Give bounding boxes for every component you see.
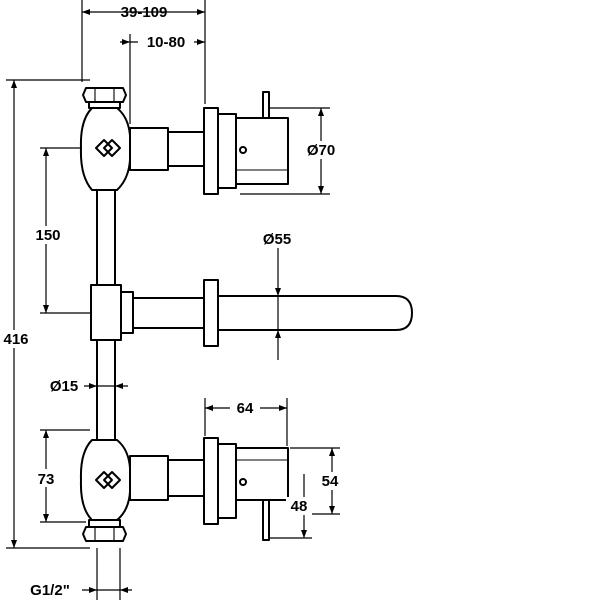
bottom-valve-body (79, 439, 132, 542)
top-valve-body (79, 87, 132, 191)
label-handle-height: 54 (322, 473, 339, 490)
dim-pipe-diameter (84, 383, 128, 389)
label-spout-diameter: Ø55 (263, 231, 291, 248)
label-total-height: 416 (3, 331, 28, 348)
dim-handle-depth (204, 398, 288, 446)
middle-tee (90, 284, 205, 341)
bottom-handle (203, 437, 289, 541)
label-lever-offset: 48 (291, 498, 308, 515)
dim-vertical-spacing (30, 147, 90, 314)
top-connector (129, 127, 205, 171)
bottom-connector (129, 455, 205, 501)
label-handle-depth: 64 (237, 400, 254, 417)
label-vertical-spacing: 150 (35, 227, 60, 244)
dim-thread (82, 548, 132, 600)
label-pipe-diameter: Ø15 (50, 378, 78, 395)
label-top-offset: 39-109 (121, 4, 168, 21)
label-lower-spacing: 73 (38, 471, 55, 488)
label-thread: G1/2" (30, 582, 70, 599)
dim-spout-diameter (275, 248, 281, 360)
label-wall-offset: 10-80 (147, 34, 185, 51)
dim-handle-height (290, 447, 343, 515)
dim-handle-diameter (240, 107, 343, 195)
dim-total-height (0, 79, 90, 549)
top-handle (203, 91, 289, 195)
dim-top-offset (81, 0, 206, 104)
dim-lever-offset (270, 474, 312, 539)
dim-wall-offset (120, 33, 205, 124)
label-handle-diameter: Ø70 (307, 142, 335, 159)
spout (203, 279, 413, 347)
dim-lower-spacing (30, 429, 90, 523)
